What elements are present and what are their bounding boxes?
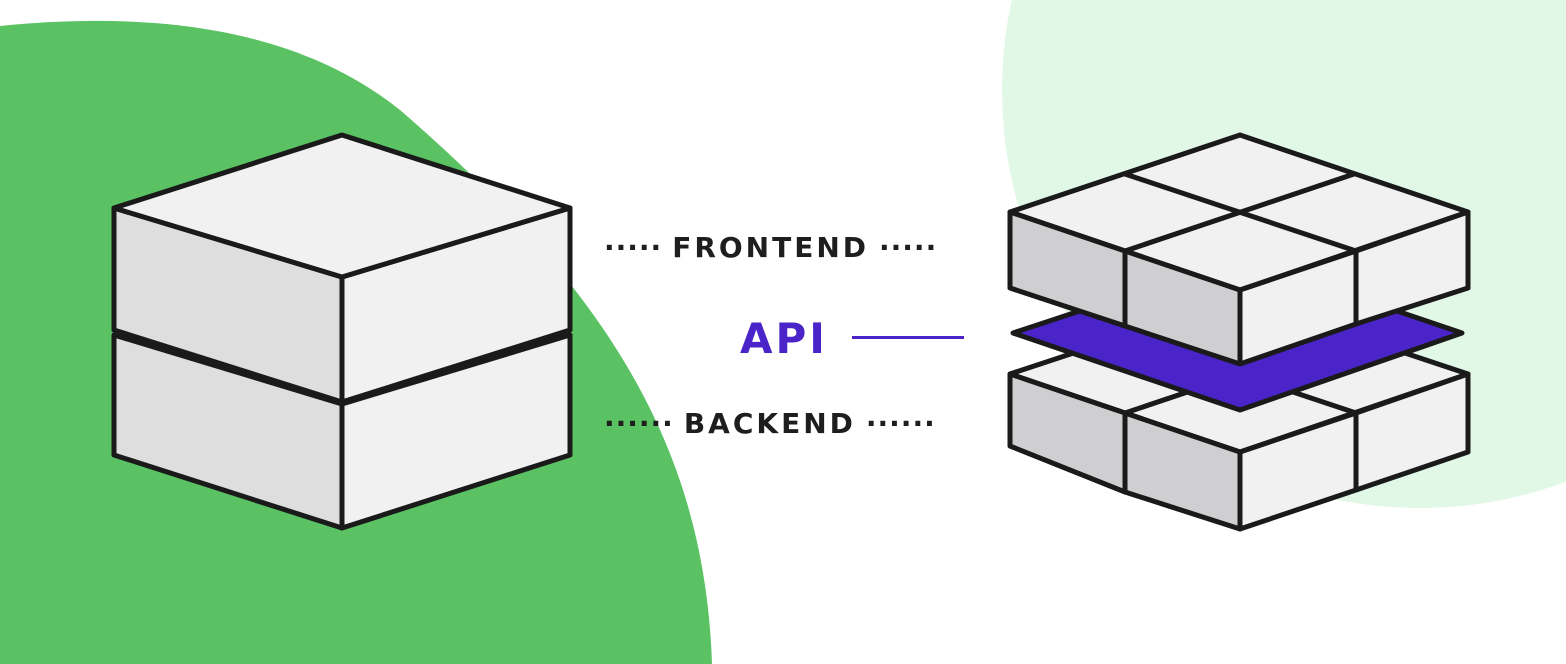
monolith-icon — [111, 132, 573, 531]
backend-dots-left: ······ — [604, 407, 674, 440]
frontend-layer-icon — [1007, 132, 1471, 367]
api-label: API — [740, 314, 828, 363]
monolith-bottom-slab — [111, 332, 573, 531]
backend-dots-right: ······ — [865, 407, 936, 440]
frontend-dots-right: ····· — [879, 231, 938, 264]
frontend-label-row: ····· FRONTEND ····· — [604, 234, 937, 262]
monolith-top-slab — [111, 132, 573, 405]
api-connector-line — [851, 336, 964, 339]
frontend-dots-left: ····· — [604, 231, 663, 264]
backend-label: BACKEND — [683, 407, 856, 440]
frontend-label: FRONTEND — [672, 231, 870, 264]
api-label-row: API — [740, 318, 964, 360]
backend-label-row: ······ BACKEND ······ — [604, 410, 936, 438]
